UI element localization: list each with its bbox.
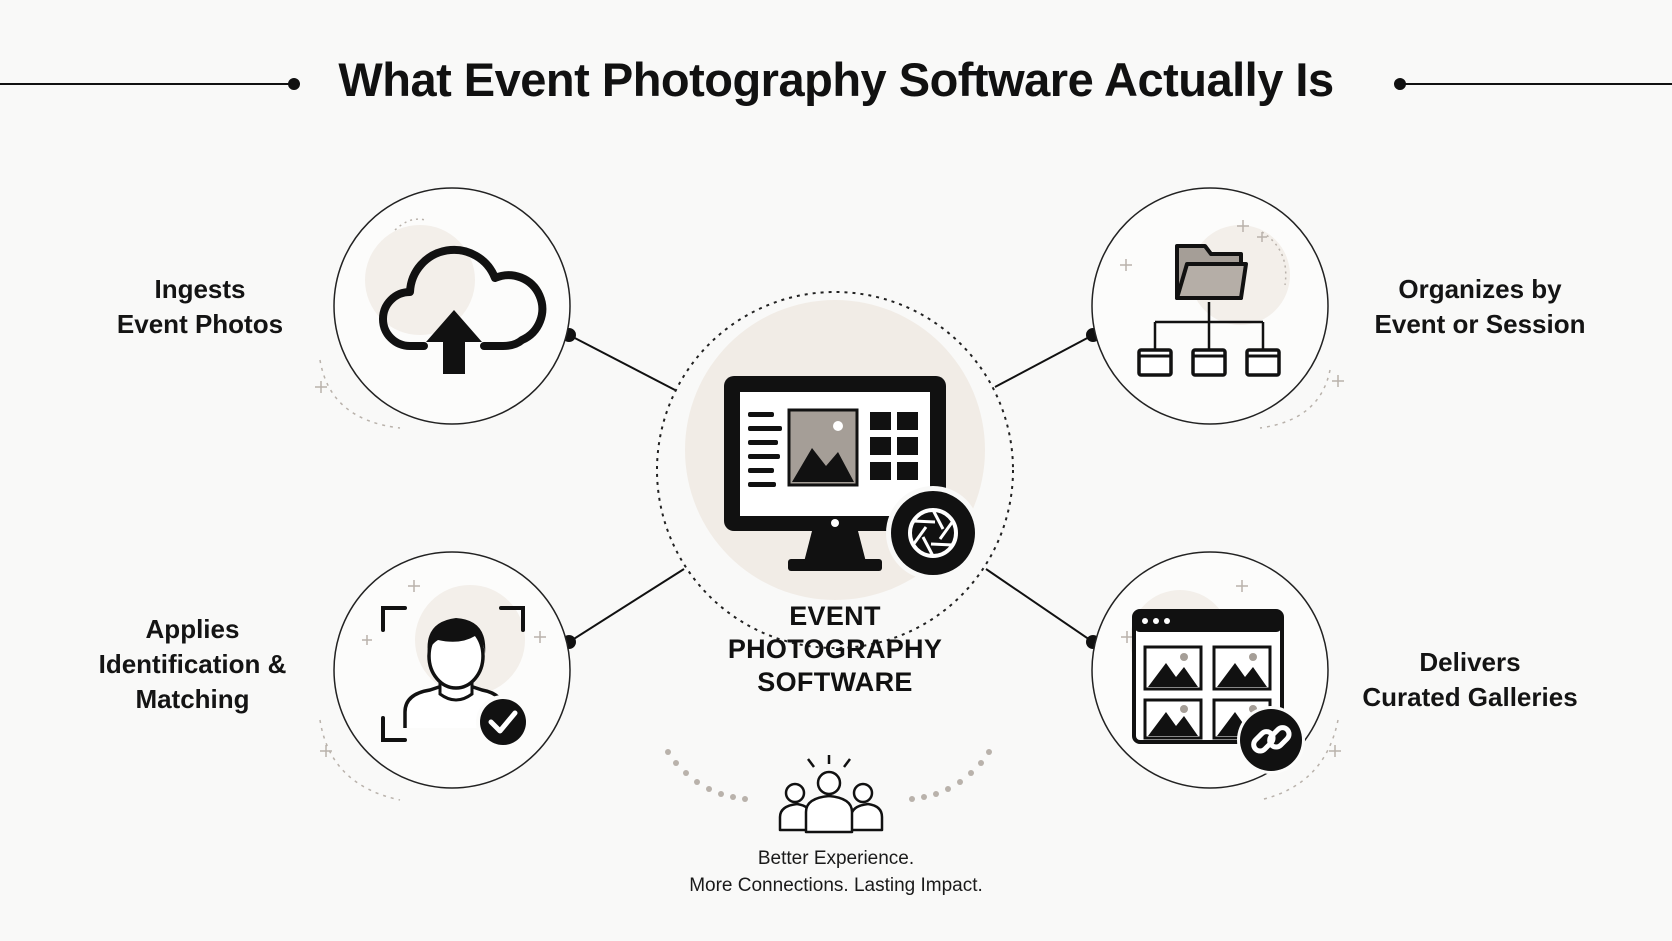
feature-label-line: Curated Galleries <box>1362 682 1578 712</box>
people-group-icon <box>778 755 884 834</box>
footer-dots <box>665 749 992 802</box>
face-recognition-check-icon <box>381 606 530 749</box>
feature-label-line: Delivers <box>1419 647 1521 677</box>
feature-label-line: Organizes by <box>1398 274 1562 304</box>
cloud-upload-icon <box>379 245 547 374</box>
center-label-line: SOFTWARE <box>757 667 913 697</box>
feature-label-organizes: Organizes by Event or Session <box>1330 272 1630 342</box>
monitor-with-camera-aperture-icon <box>724 376 980 580</box>
feature-label-line: Identification & <box>98 649 287 679</box>
feature-label-delivers: Delivers Curated Galleries <box>1325 645 1615 715</box>
feature-label-ingests: Ingests Event Photos <box>70 272 330 342</box>
feature-label-line: Applies <box>145 614 240 644</box>
tagline-line: More Connections. Lasting Impact. <box>689 875 983 896</box>
feature-label-applies: Applies Identification & Matching <box>60 612 325 717</box>
feature-label-line: Ingests <box>154 274 246 304</box>
title-rules <box>0 78 1672 90</box>
page-title: What Event Photography Software Actually… <box>338 53 1334 106</box>
decorative-sparkles <box>315 218 1344 801</box>
feature-label-line: Event or Session <box>1374 309 1586 339</box>
center-label-line: PHOTOGRAPHY <box>727 634 943 664</box>
footer-tagline: Better Experience. More Connections. Las… <box>586 845 1086 899</box>
feature-label-line: Matching <box>135 684 250 714</box>
center-label: EVENT PHOTOGRAPHY SOFTWARE <box>635 600 1035 699</box>
feature-label-line: Event Photos <box>116 309 284 339</box>
folder-hierarchy-icon <box>1137 244 1281 377</box>
center-label-line: EVENT <box>789 601 881 631</box>
gallery-link-icon <box>1132 609 1305 774</box>
tagline-line: Better Experience. <box>757 848 915 869</box>
